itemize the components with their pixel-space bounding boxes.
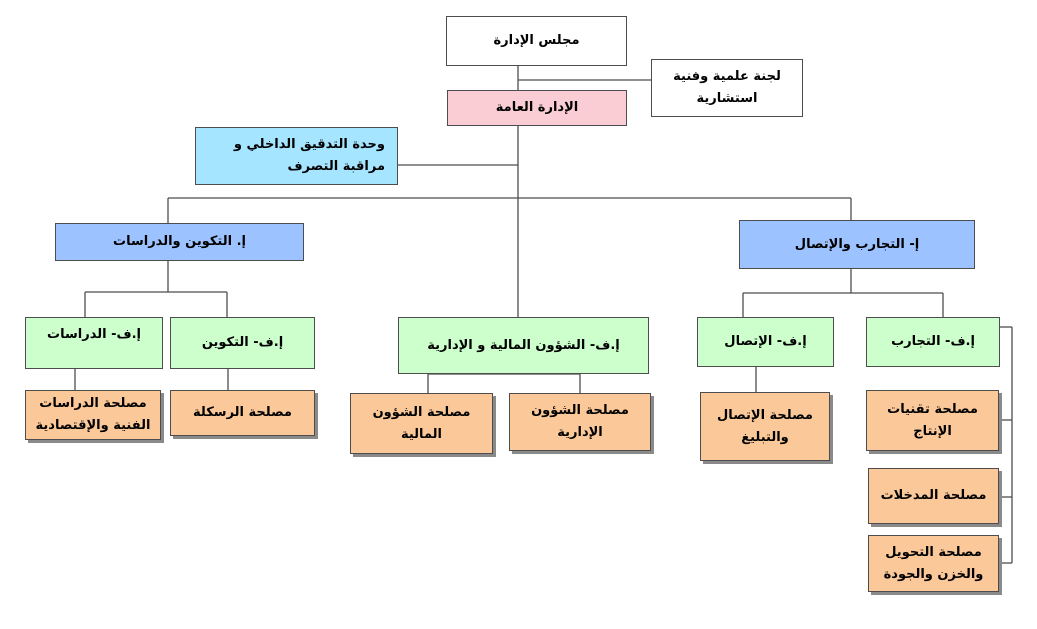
svc-production-tech-box: مصلحة تقنيات الإنتاج <box>866 390 999 451</box>
audit-unit-label: وحدة التدقيق الداخلي و مراقبة التصرف <box>233 137 385 174</box>
svc-production-tech-label: مصلحة تقنيات الإنتاج <box>887 401 978 439</box>
training-directorate-box: إ. التكوين والدراسات <box>55 223 304 261</box>
sub-communication-box: إ.ف- الإتصال <box>697 317 834 367</box>
svc-thesis-label: مصلحة الرسكلة <box>193 405 292 420</box>
svc-financial-label: مصلحة الشؤون المالية <box>372 404 471 442</box>
general-management-label: الإدارة العامة <box>495 100 579 115</box>
sub-training-box: إ.ف- التكوين <box>170 317 315 369</box>
trials-directorate-label: إ- التجارب والإتصال <box>794 236 920 252</box>
trials-directorate-box: إ- التجارب والإتصال <box>739 220 975 269</box>
svc-tech-studies-box: مصلحة الدراسات الفنية والإقتصادية <box>25 390 161 440</box>
sub-finance-admin-box: إ.ف- الشؤون المالية و الإدارية <box>398 317 649 374</box>
sub-studies-label: إ.ف- الدراسات <box>47 327 141 342</box>
svc-processing-label: مصلحة التحويل والخزن والجودة <box>883 544 984 582</box>
svc-comm-notify-label: مصلحة الإتصال والتبليغ <box>717 407 813 445</box>
committee-label: لجنة علمية وفنية استشارية <box>673 69 781 106</box>
svc-inputs-box: مصلحة المدخلات <box>868 468 999 524</box>
svc-tech-studies-label: مصلحة الدراسات الفنية والإقتصادية <box>35 396 151 433</box>
board-label: مجلس الإدارة <box>493 33 580 48</box>
board-box: مجلس الإدارة <box>446 16 627 66</box>
svc-comm-notify-box: مصلحة الإتصال والتبليغ <box>700 392 830 461</box>
svc-administrative-label: مصلحة الشؤون الإدارية <box>531 403 629 440</box>
general-management-box: الإدارة العامة <box>447 90 627 126</box>
sub-finance-admin-label: إ.ف- الشؤون المالية و الإدارية <box>427 337 620 353</box>
svc-inputs-label: مصلحة المدخلات <box>880 488 987 503</box>
training-directorate-label: إ. التكوين والدراسات <box>113 234 246 249</box>
svc-financial-box: مصلحة الشؤون المالية <box>350 393 493 454</box>
svc-thesis-box: مصلحة الرسكلة <box>170 390 315 436</box>
sub-trials-label: إ.ف- التجارب <box>891 334 975 349</box>
svc-processing-box: مصلحة التحويل والخزن والجودة <box>868 535 999 592</box>
audit-unit-box: وحدة التدقيق الداخلي و مراقبة التصرف <box>195 127 398 185</box>
sub-trials-box: إ.ف- التجارب <box>866 317 1000 367</box>
sub-communication-label: إ.ف- الإتصال <box>724 334 807 349</box>
sub-training-label: إ.ف- التكوين <box>201 335 284 350</box>
sub-studies-box: إ.ف- الدراسات <box>25 317 163 369</box>
committee-box: لجنة علمية وفنية استشارية <box>651 59 803 117</box>
svc-administrative-box: مصلحة الشؤون الإدارية <box>509 393 651 451</box>
